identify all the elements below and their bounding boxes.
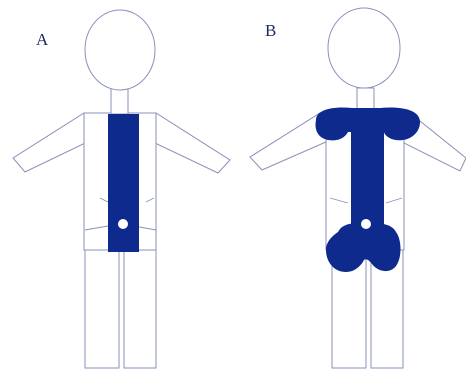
figure-a-navel-marker: [118, 219, 128, 229]
figure-b: [250, 8, 466, 368]
panel-label-b: B: [265, 21, 277, 41]
figure-b-navel-marker: [361, 219, 371, 229]
figure-a-neck: [111, 88, 128, 114]
figure-a-right-leg: [124, 250, 156, 368]
figure-a-shaded-region: [108, 114, 139, 252]
figure-a: [13, 10, 230, 368]
figure-a-head: [85, 10, 155, 90]
panel-label-a: A: [36, 30, 49, 50]
figure-b-head: [328, 8, 400, 88]
figure-a-left-leg: [85, 250, 119, 368]
